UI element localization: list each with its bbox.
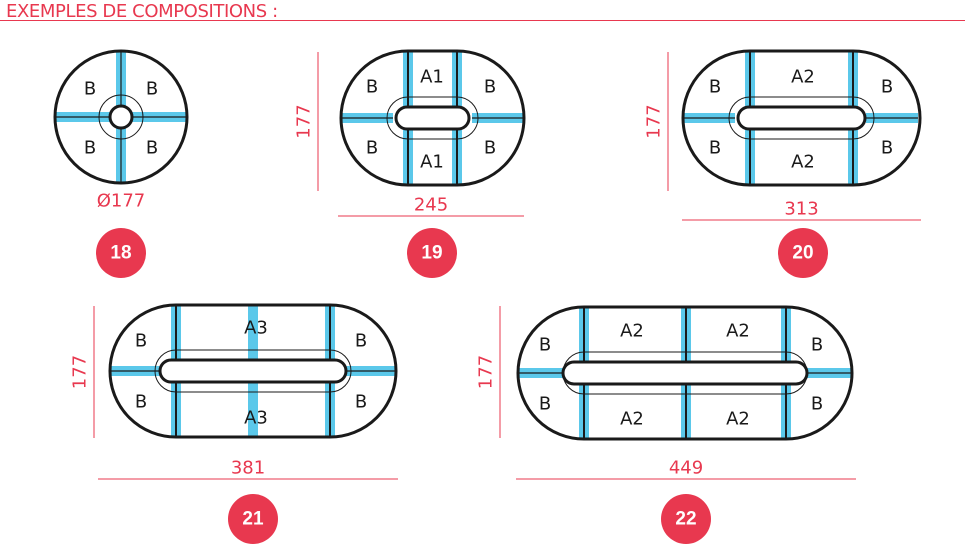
composition-number-badge — [228, 494, 278, 544]
width-dimension-label: 313 — [784, 199, 818, 220]
height-dimension-label: 177 — [294, 104, 315, 138]
composition-number: 20 — [792, 243, 813, 264]
module-label: B — [811, 394, 823, 415]
composition-number: 22 — [675, 509, 696, 530]
module-label: B — [366, 138, 378, 159]
module-label: B — [484, 138, 496, 159]
module-label: B — [355, 392, 367, 413]
module-label: B — [539, 394, 551, 415]
module-label: A3 — [244, 408, 268, 429]
module-label: B — [881, 77, 893, 98]
backrest-outline — [728, 96, 875, 140]
diameter-dimension-label: Ø177 — [97, 191, 146, 212]
composition-number-badge — [778, 228, 828, 278]
module-label: B — [366, 77, 378, 98]
backrest-outline — [562, 351, 808, 395]
module-label: B — [84, 79, 96, 100]
center-slot — [394, 105, 471, 131]
module-label: B — [709, 77, 721, 98]
module-label: A1 — [420, 152, 444, 173]
composition-number: 21 — [242, 509, 264, 530]
composition-number: 18 — [110, 243, 131, 264]
module-label: A2 — [791, 152, 815, 173]
header-rule — [0, 20, 965, 21]
height-dimension-label: 177 — [476, 355, 497, 389]
module-label: B — [484, 77, 496, 98]
module-label: B — [811, 335, 823, 356]
center-slot — [736, 105, 867, 131]
module-label: B — [539, 335, 551, 356]
composition-number-badge — [407, 228, 457, 278]
module-label: B — [881, 138, 893, 159]
width-dimension-label: 245 — [414, 195, 448, 216]
page-title: EXEMPLES DE COMPOSITIONS : — [6, 1, 278, 22]
width-dimension-label: 381 — [231, 458, 265, 479]
module-label: B — [146, 79, 158, 100]
sofa-outline — [339, 49, 526, 187]
module-label: A2 — [791, 67, 815, 88]
composition-number-badge — [96, 228, 146, 278]
center-hole — [108, 104, 134, 130]
module-label: A2 — [726, 409, 750, 430]
module-label: B — [135, 392, 147, 413]
center-slot — [158, 358, 348, 384]
module-label: B — [146, 138, 158, 159]
module-label: A2 — [620, 321, 644, 342]
width-dimension-label: 449 — [669, 458, 703, 479]
composition-number: 19 — [421, 243, 442, 264]
module-label: A2 — [726, 321, 750, 342]
backrest-outline — [386, 96, 479, 140]
sofa-outline — [681, 49, 922, 187]
backrest-ring — [98, 94, 144, 140]
module-separator-vertical — [248, 305, 258, 361]
height-dimension-label: 177 — [70, 355, 91, 389]
sofa-outline — [53, 49, 189, 185]
module-label: B — [355, 331, 367, 352]
module-label: A1 — [420, 67, 444, 88]
sofa-outline — [108, 303, 398, 439]
backrest-outline — [154, 349, 352, 393]
module-separator-vertical — [248, 381, 258, 437]
sofa-outline — [516, 305, 854, 441]
module-label: A3 — [244, 318, 268, 339]
module-label: B — [84, 138, 96, 159]
composition-number-badge — [661, 494, 711, 544]
module-label: A2 — [620, 409, 644, 430]
module-label: B — [135, 331, 147, 352]
composition-18: B B B B Ø177 18 — [53, 49, 189, 278]
height-dimension-label: 177 — [644, 104, 665, 138]
module-label: B — [709, 138, 721, 159]
center-slot — [561, 360, 809, 386]
